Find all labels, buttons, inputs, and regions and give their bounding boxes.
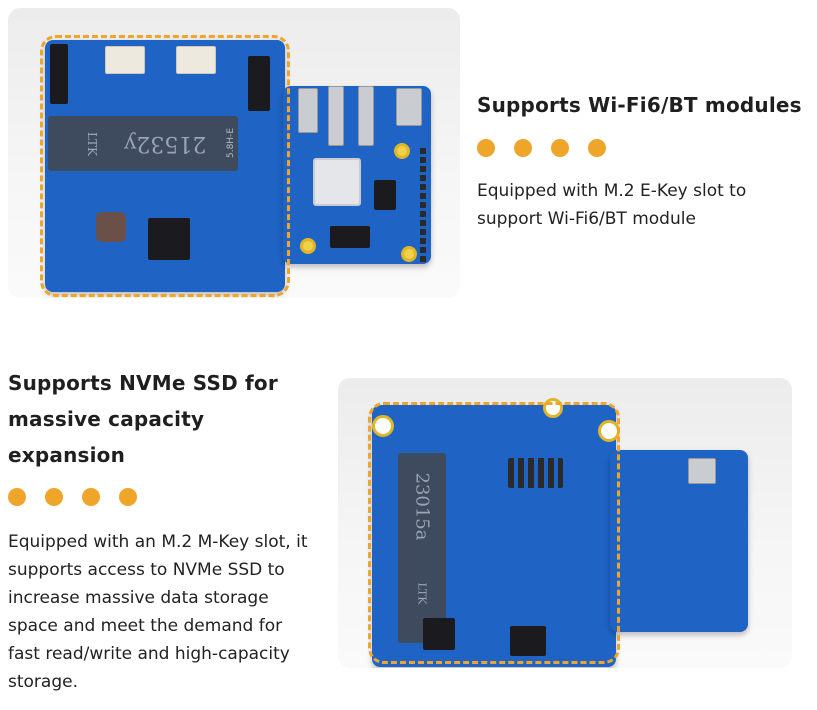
decorative-dots — [8, 488, 137, 506]
dot — [588, 139, 606, 157]
highlight-outline — [40, 35, 290, 297]
dot — [551, 139, 569, 157]
m2-e-key-slot: LTK 21532y 5.8H-E — [48, 116, 238, 171]
dot — [8, 488, 26, 506]
decorative-dots — [477, 139, 606, 157]
section-title: Supports Wi-Fi6/BT modules — [477, 93, 802, 117]
highlight-outline — [368, 402, 620, 664]
dot — [514, 139, 532, 157]
nvme-ssd-image: 23015a LTK — [338, 378, 792, 668]
dot — [45, 488, 63, 506]
section-body: Equipped with M.2 E-Key slot to support … — [477, 181, 747, 229]
m2-m-key-slot: 23015a LTK — [398, 453, 446, 643]
dot — [82, 488, 100, 506]
dot — [477, 139, 495, 157]
dot — [119, 488, 137, 506]
section-body: Equipped with an M.2 M-Key slot, it supp… — [8, 532, 308, 692]
wifi-module-image: LTK 21532y 5.8H-E — [8, 8, 460, 298]
section-title: Supports NVMe SSD for massive capacity e… — [8, 371, 278, 467]
